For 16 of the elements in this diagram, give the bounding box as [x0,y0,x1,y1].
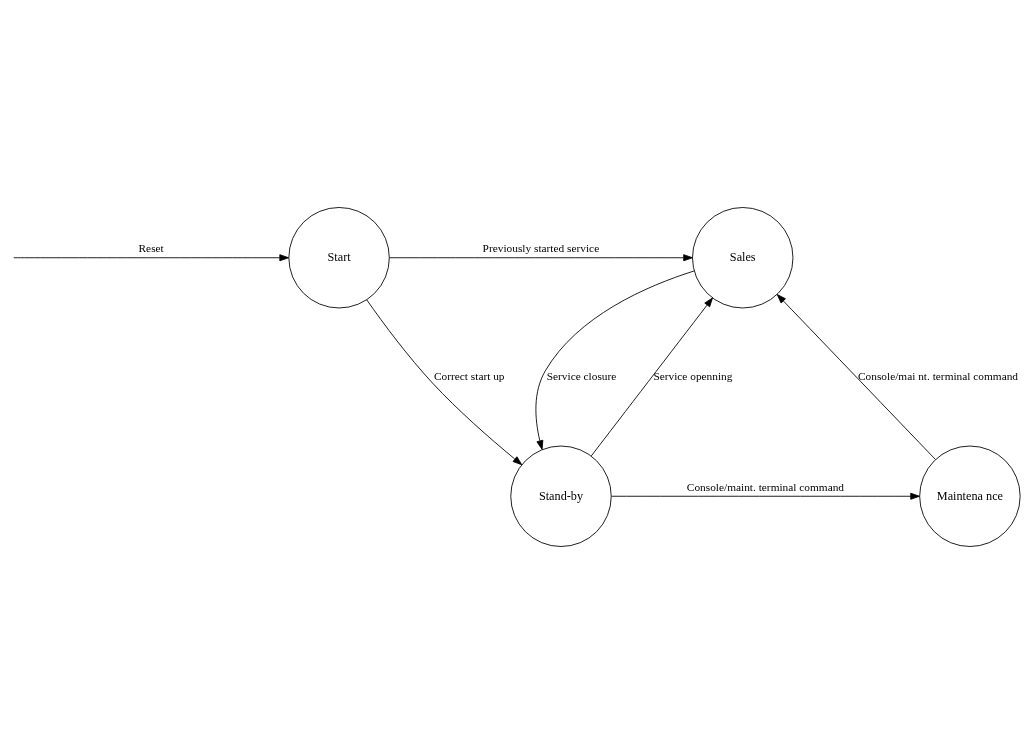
arrow [535,270,695,450]
arrow [366,298,523,465]
node-circle: Maintena nce [919,445,1021,547]
arrow [611,492,920,500]
node-circle: Start [288,206,390,308]
edge-label: Console/mai nt. terminal command [857,369,1019,382]
edge-label: Console/maint. terminal command [686,480,845,492]
edge-label: Service closure [546,369,617,382]
edge-label: Previously started service [482,241,600,254]
edge-label: Service openning [653,369,733,382]
arrow [13,253,289,261]
edge-label: Correct start up [433,369,505,382]
edge-label: Reset [138,241,164,254]
arrow [776,293,936,460]
arrow [590,297,713,456]
arrow [388,253,693,261]
